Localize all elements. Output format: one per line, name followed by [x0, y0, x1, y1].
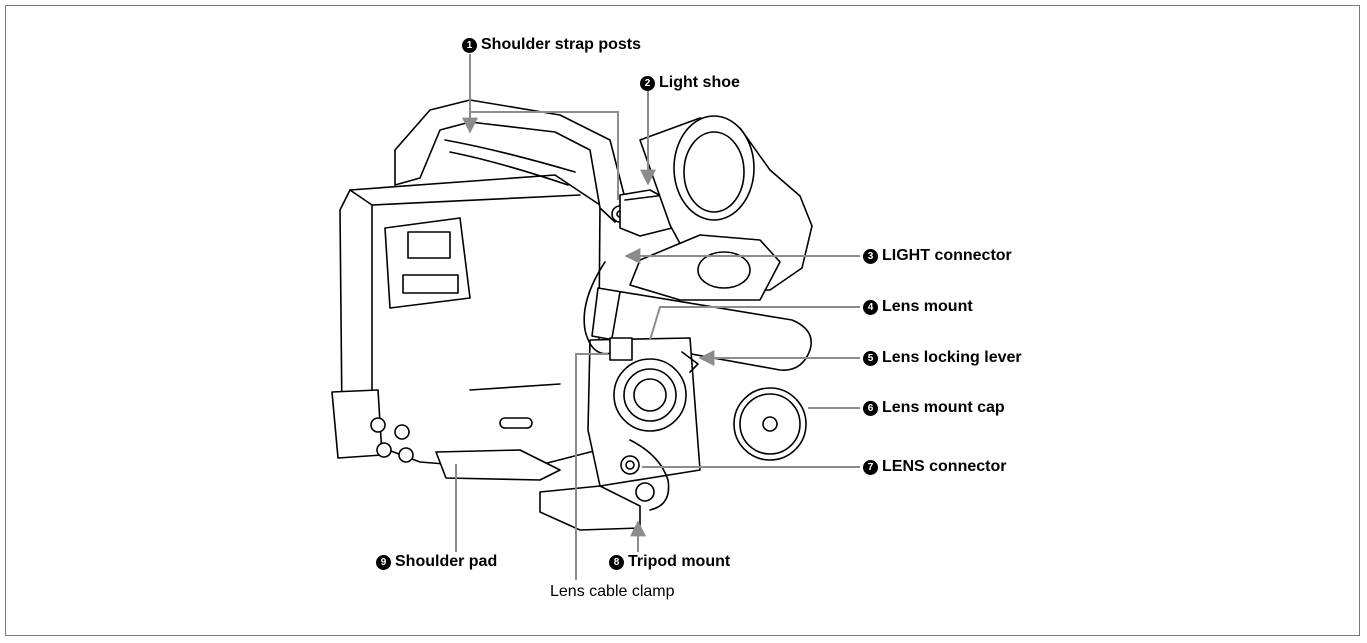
- callout-label: Light shoe: [659, 74, 740, 91]
- callout-label: Lens mount: [882, 298, 973, 315]
- callout-lens-mount-cap: 6 Lens mount cap: [863, 399, 1005, 417]
- callout-label: Lens locking lever: [882, 349, 1022, 366]
- callout-number: 9: [376, 554, 391, 570]
- leader-lens-cable-clamp: [575, 353, 608, 580]
- callout-number: 7: [863, 459, 878, 475]
- callout-number: 3: [863, 248, 878, 264]
- callout-label: Shoulder strap posts: [481, 36, 642, 53]
- callout-number: 2: [640, 75, 655, 91]
- callout-lens-locking-lever: 5 Lens locking lever: [863, 349, 1022, 367]
- callout-light-connector: 3 LIGHT connector: [863, 247, 1012, 265]
- callout-number: 1: [462, 37, 477, 53]
- callout-label: Tripod mount: [628, 553, 731, 570]
- callout-label: LIGHT connector: [882, 247, 1012, 264]
- leader-shoulder-strap-posts: [469, 54, 619, 200]
- label-lens-cable-clamp: Lens cable clamp: [550, 583, 675, 600]
- callout-number: 6: [863, 400, 878, 416]
- camcorder-illustration: [331, 99, 813, 531]
- leader-lines: [455, 54, 860, 580]
- callout-label: Shoulder pad: [395, 553, 498, 570]
- callout-number: 4: [863, 299, 878, 315]
- callout-lens-mount: 4 Lens mount: [863, 298, 973, 316]
- callout-shoulder-strap-posts: 1 Shoulder strap posts: [462, 36, 641, 54]
- callout-label: LENS connector: [882, 458, 1007, 475]
- leader-lens-mount: [649, 306, 860, 341]
- figure-frame: [5, 5, 1360, 636]
- callout-label: Lens mount cap: [882, 399, 1005, 416]
- callout-light-shoe: 2 Light shoe: [640, 74, 740, 92]
- callout-number: 5: [863, 350, 878, 366]
- callout-tripod-mount: 8 Tripod mount: [609, 553, 730, 571]
- callout-lens-connector: 7 LENS connector: [863, 458, 1006, 476]
- callout-shoulder-pad: 9 Shoulder pad: [376, 553, 497, 571]
- callout-number: 8: [609, 554, 624, 570]
